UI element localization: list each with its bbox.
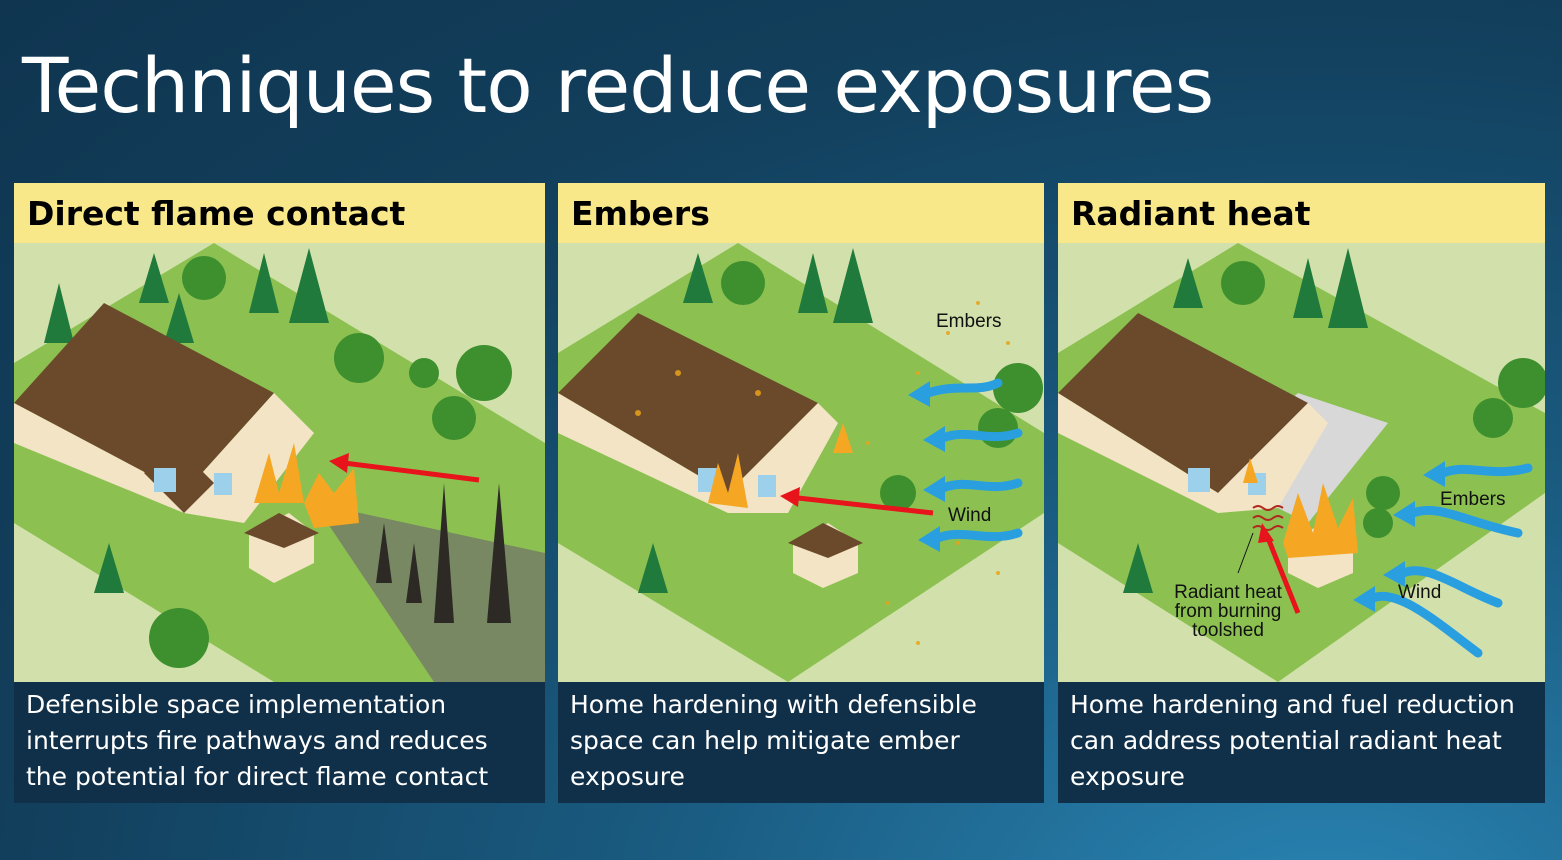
- radiant-heat-label-line3: toolshed: [1192, 620, 1264, 641]
- panel-heading: Embers: [558, 183, 1044, 243]
- panel-radiant-heat: Radiant heat Embers Wind Radiant heat fr: [1058, 183, 1545, 803]
- radiant-heat-label-line1: Radiant heat: [1174, 582, 1282, 603]
- slide-title: Techniques to reduce exposures: [22, 41, 1214, 130]
- wind-label: Wind: [948, 505, 991, 526]
- panel-direct-flame-contact: Direct flame contact Defensible space im…: [14, 183, 545, 803]
- panel-heading: Radiant heat: [1058, 183, 1545, 243]
- panel-caption: Home hardening with defensible space can…: [558, 682, 1044, 803]
- panel-caption: Home hardening and fuel reduction can ad…: [1058, 682, 1545, 803]
- wind-label: Wind: [1398, 582, 1441, 603]
- panel-caption: Defensible space implementation interrup…: [14, 682, 545, 803]
- embers-label: Embers: [936, 311, 1001, 332]
- panel-heading: Direct flame contact: [14, 183, 545, 243]
- direct-flame-illustration: [14, 243, 545, 682]
- embers-label: Embers: [1440, 489, 1505, 510]
- radiant-heat-label-line2: from burning: [1175, 601, 1282, 622]
- radiant-heat-illustration: Embers Wind Radiant heat from burning to…: [1058, 243, 1545, 682]
- panel-embers: Embers Embers Wind Home hardening: [558, 183, 1044, 803]
- embers-illustration: Embers Wind: [558, 243, 1044, 682]
